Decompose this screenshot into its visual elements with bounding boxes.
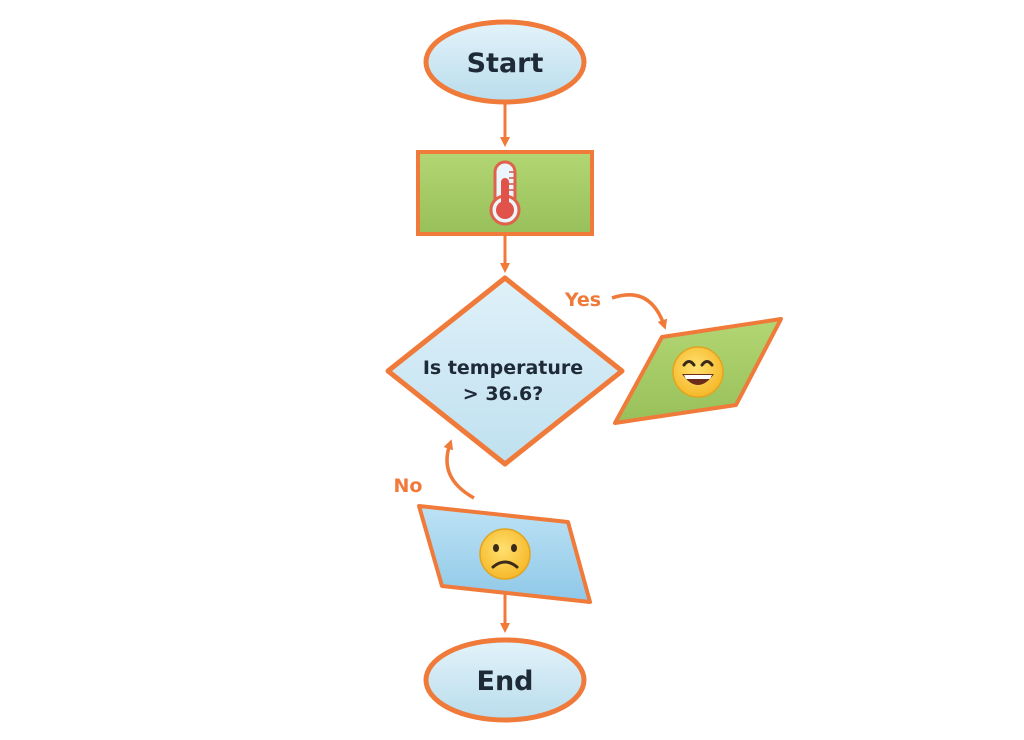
- decision-label-line1: Is temperature: [423, 357, 583, 379]
- measure-node: [416, 150, 594, 236]
- sad-output-node: [417, 504, 592, 604]
- arrow-yes-to-happy: [611, 293, 668, 330]
- connectors: [443, 104, 668, 633]
- start-node: Start: [423, 19, 587, 105]
- decision-label-line2: > 36.6?: [463, 383, 543, 405]
- grinning-face-icon: [672, 346, 724, 398]
- decision-node: Is temperature > 36.6?: [385, 275, 625, 467]
- yes-edge-label: Yes: [564, 289, 601, 311]
- end-label: End: [477, 666, 534, 697]
- thermometer-icon: [489, 160, 521, 226]
- start-label: Start: [467, 48, 544, 79]
- frowning-face-icon: [479, 528, 531, 580]
- end-node: End: [423, 637, 587, 723]
- arrow-no-to-decision: [443, 439, 475, 500]
- no-edge-label: No: [394, 475, 423, 497]
- happy-output-node: [613, 317, 783, 425]
